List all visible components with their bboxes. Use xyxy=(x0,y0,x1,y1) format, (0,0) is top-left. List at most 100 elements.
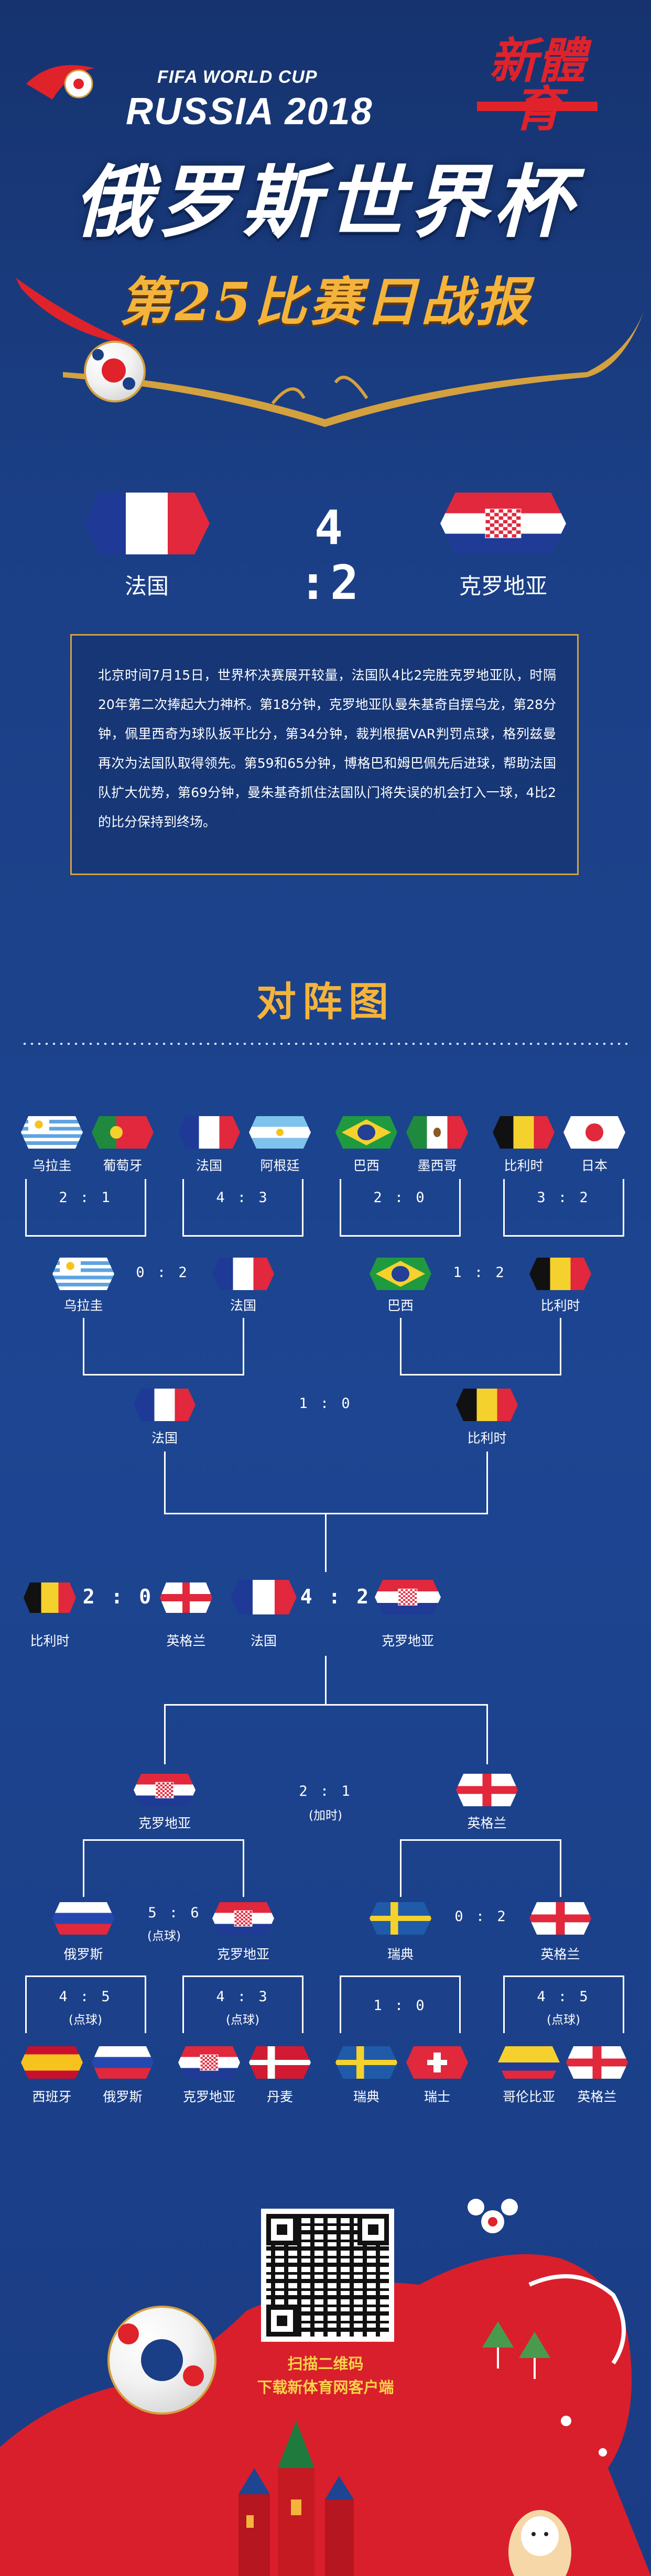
argentina-flag-icon xyxy=(249,1116,311,1149)
croatia-flag-icon xyxy=(375,1580,441,1614)
team-label: 西班牙 xyxy=(32,2089,72,2104)
team-label: 法国 xyxy=(230,1298,256,1313)
final-bracket-score: 4 : 2 xyxy=(300,1585,371,1608)
matryoshka-icon xyxy=(508,2510,571,2576)
colombia-flag-icon xyxy=(498,2046,560,2079)
team-label: 英格兰 xyxy=(577,2089,617,2104)
belgium-flag-icon xyxy=(456,1389,518,1421)
sweden-flag-icon xyxy=(370,1902,431,1935)
scan-qr-text: 扫描二维码 xyxy=(287,2355,364,2373)
header: FIFA WORLD CUP RUSSIA 2018 新體育 俄罗斯世界杯 第2… xyxy=(0,0,651,451)
soccer-ball-icon xyxy=(84,341,146,402)
away-team-name: 克罗地亚 xyxy=(459,573,547,599)
team-label: 瑞典 xyxy=(387,1947,414,1962)
england-flag-icon xyxy=(566,2046,628,2079)
match-score: 1 : 2 xyxy=(453,1264,506,1281)
russia-2018-text: RUSSIA 2018 xyxy=(126,91,373,133)
team-label: 巴西 xyxy=(387,1298,414,1313)
match-score: 4 : 3 xyxy=(216,1989,269,2005)
match-score: 2 : 1 xyxy=(59,1189,112,1206)
switzerland-flag-icon xyxy=(406,2046,468,2079)
russia-flag-icon xyxy=(52,1902,114,1935)
third-place-score: 2 : 0 xyxy=(82,1585,154,1608)
team-label: 法国 xyxy=(250,1633,277,1649)
france-flag-icon xyxy=(134,1389,196,1421)
download-app-text: 下载新体育网客户端 xyxy=(257,2378,394,2396)
croatia-flag-icon xyxy=(212,1902,274,1935)
team-label: 巴西 xyxy=(353,1158,379,1173)
croatia-flag-icon xyxy=(440,493,566,554)
france-flag-icon xyxy=(231,1580,297,1614)
team-label: 比利时 xyxy=(504,1158,544,1173)
match-score: 3 : 2 xyxy=(537,1189,590,1206)
team-label: 哥伦比亚 xyxy=(502,2089,555,2104)
team-label: 俄罗斯 xyxy=(63,1947,103,1962)
denmark-flag-icon xyxy=(249,2046,311,2079)
match-score: 0 : 2 xyxy=(136,1264,189,1281)
belgium-flag-icon xyxy=(493,1116,555,1149)
match-note: (点球) xyxy=(147,1929,181,1943)
croatia-flag-icon xyxy=(134,1774,196,1806)
team-label: 克罗地亚 xyxy=(182,2089,235,2104)
mexico-flag-icon xyxy=(406,1116,468,1149)
england-flag-icon xyxy=(456,1774,518,1806)
match-note: (加时) xyxy=(309,1809,342,1822)
team-label: 比利时 xyxy=(30,1633,70,1649)
swoosh-decoration-icon xyxy=(26,65,94,100)
match-note: (点球) xyxy=(547,2013,580,2027)
france-flag-icon xyxy=(84,493,210,554)
england-flag-icon xyxy=(160,1582,212,1613)
footer-decoration xyxy=(0,2199,651,2576)
brazil-flag-icon xyxy=(370,1258,431,1290)
match-report-text: 北京时间7月15日，世界杯决赛展开较量，法国队4比2完胜克罗地亚队，时隔20年第… xyxy=(98,668,556,829)
page-title: 俄罗斯世界杯 xyxy=(73,157,577,248)
team-label: 俄罗斯 xyxy=(103,2089,143,2104)
croatia-flag-icon xyxy=(178,2046,240,2079)
team-label: 葡萄牙 xyxy=(103,1158,143,1173)
spain-flag-icon xyxy=(21,2046,83,2079)
match-score: 1 : 0 xyxy=(299,1395,352,1412)
france-flag-icon xyxy=(178,1116,240,1149)
footer xyxy=(0,2175,651,2576)
france-flag-icon xyxy=(212,1258,274,1290)
team-label: 丹麦 xyxy=(266,2089,293,2104)
belgium-flag-icon xyxy=(529,1258,591,1290)
uruguay-flag-icon xyxy=(21,1116,83,1149)
team-label: 阿根廷 xyxy=(260,1158,300,1173)
team-label: 克罗地亚 xyxy=(216,1947,269,1962)
title-ornament xyxy=(16,278,645,427)
fifa-world-cup-text: FIFA WORLD CUP xyxy=(157,67,318,87)
match-note: (点球) xyxy=(226,2013,259,2027)
match-score: 5 : 6 xyxy=(148,1905,201,1921)
team-label: 克罗地亚 xyxy=(381,1633,434,1649)
team-label: 墨西哥 xyxy=(417,1158,457,1173)
match-score: 2 : 1 xyxy=(299,1783,352,1799)
team-label: 法国 xyxy=(196,1158,222,1173)
match-score: 4 : 5 xyxy=(537,1989,590,2005)
dotted-divider xyxy=(21,1043,630,1045)
home-team-name: 法国 xyxy=(124,573,169,599)
team-label: 乌拉圭 xyxy=(63,1298,103,1313)
match-score: 4 : 3 xyxy=(216,1189,269,1206)
portugal-flag-icon xyxy=(92,1116,154,1149)
page-subtitle: 第25比赛日战报 xyxy=(119,271,532,333)
team-label: 英格兰 xyxy=(540,1947,580,1962)
brazil-flag-icon xyxy=(335,1116,397,1149)
belgium-flag-icon xyxy=(24,1582,76,1613)
team-label: 克罗地亚 xyxy=(138,1816,191,1831)
team-label: 比利时 xyxy=(467,1431,507,1446)
qr-code-icon[interactable] xyxy=(261,2209,394,2342)
team-label: 瑞士 xyxy=(424,2089,450,2104)
bracket: 乌拉圭 葡萄牙 法国 阿根廷 巴西 墨西哥 比利时 日本 2 : 1 4 : 3… xyxy=(0,0,651,2148)
team-label: 瑞典 xyxy=(353,2089,379,2104)
match-report-box: 北京时间7月15日，世界杯决赛展开较量，法国队4比2完胜克罗地亚队，时隔20年第… xyxy=(70,634,579,875)
match-note: (点球) xyxy=(69,2013,102,2027)
england-flag-icon xyxy=(529,1902,591,1935)
match-score: 1 : 0 xyxy=(373,1998,427,2014)
team-label: 比利时 xyxy=(540,1298,580,1313)
team-label: 英格兰 xyxy=(467,1816,507,1831)
match-score: 2 : 0 xyxy=(373,1189,427,1206)
uruguay-flag-icon xyxy=(52,1258,114,1290)
bracket-title: 对阵图 xyxy=(256,978,395,1025)
match-score: 0 : 2 xyxy=(454,1908,508,1925)
